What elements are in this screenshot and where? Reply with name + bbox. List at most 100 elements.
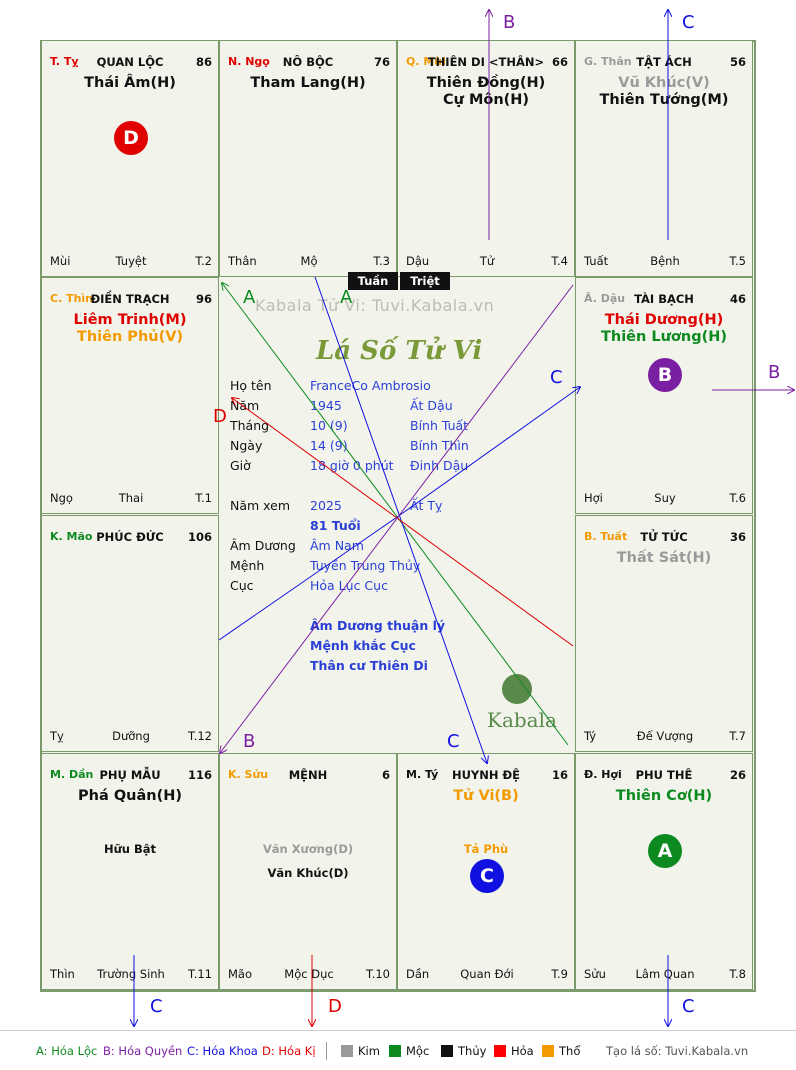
palace-house-name: QUAN LỘC [96,55,164,69]
main-stars: Tham Lang(H) [220,75,396,92]
footer-branch: Dậu [406,254,430,268]
hoa-marker-icon: B [648,358,682,392]
palace-age-start: 56 [729,55,746,69]
value-thang-can: Bính Tuất [410,418,469,433]
legend-moc: Mộc [406,1044,430,1058]
value-nam: 1945 [310,398,342,413]
footer-stage: Quan Đới [460,967,514,981]
palace-age-start: 76 [373,55,390,69]
footer-branch: Tý [584,729,597,743]
minor-star: Văn Khúc(D) [267,866,349,880]
label-bot-d: D [328,996,342,1017]
palace-age-start: 106 [187,530,212,544]
minor-star: Văn Xương(D) [262,842,354,856]
hoa-marker-icon: C [470,859,504,893]
value-ngay-can: Bính Thìn [410,438,469,453]
footer-term: T.10 [366,967,390,981]
label-ngay: Ngày [230,438,263,453]
palace-house-name: PHU THÊ [635,768,693,782]
label-line-a1: A [243,287,256,308]
palace-house-name: TẬT ÁCH [636,55,692,69]
legend-hoa-quyen: B: Hóa Quyền [103,1044,183,1058]
footer-branch: Thân [228,254,257,268]
label-top-b: B [503,12,516,33]
thuy-swatch [441,1045,453,1057]
label-line-a2: A [340,287,353,308]
label-nam-xem: Năm xem [230,498,291,513]
legend-divider [326,1042,327,1060]
palace-age-start: 26 [729,768,746,782]
note-menh-cuc: Mệnh khắc Cục [310,638,416,653]
palace-branch: T. Tỵ [50,55,79,68]
main-stars: Thái Dương(H)Thiên Lương(H) [576,312,752,346]
palace-house-name: ĐIỀN TRẠCH [90,292,170,306]
note-than-cu: Thân cư Thiên Di [310,658,428,673]
palace-age-start: 96 [195,292,212,306]
legend-hoa-ki: D: Hóa Kị [262,1044,316,1058]
footer-branch: Hợi [584,491,603,505]
tuan-badge: Tuần [348,272,398,290]
label-ho-ten: Họ tên [230,378,272,393]
footer-term: T.1 [195,491,212,505]
value-am-duong: Âm Nam [310,538,364,553]
main-star: Tử Vi(B) [453,788,519,804]
main-star: Thái Dương(H) [604,312,724,328]
label-line-c2: C [447,731,460,752]
note-am-duong: Âm Dương thuận lý [310,618,446,633]
main-star: Phá Quân(H) [78,788,182,804]
footer-stage: Dưỡng [112,729,150,743]
palace-house-name: THIÊN DI <THÂN> [427,55,545,69]
palace-branch: G. Thân [584,55,632,68]
label-line-d: D [213,406,227,427]
footer-term: T.2 [195,254,212,268]
label-cuc: Cục [230,578,254,593]
palace-age-start: 36 [729,530,746,544]
footer-term: T.7 [729,729,746,743]
label-thang: Tháng [230,418,270,433]
footer-term: T.9 [551,967,568,981]
legend-hoa: Hỏa [511,1044,534,1058]
palace-branch: C. Thìn [50,292,94,305]
footer-stage: Đế Vượng [636,729,694,743]
main-star: Thiên Đồng(H) [426,75,546,91]
main-star: Vũ Khúc(V) [618,75,710,91]
main-star: Liêm Trinh(M) [73,312,187,328]
footer-branch: Ngọ [50,491,73,505]
palace-age-start: 86 [195,55,212,69]
main-stars: Thất Sát(H) [576,550,752,567]
watermark: Kabala Tử Vi: Tuvi.Kabala.vn [255,296,495,315]
label-nam: Năm [230,398,260,413]
footer-term: T.4 [551,254,568,268]
palace-house-name: TÀI BẠCH [634,292,694,306]
label-bot-c1: C [150,996,163,1017]
palace-age-start: 66 [551,55,568,69]
legend-bar: A: Hóa Lộc B: Hóa Quyền C: Hóa Khoa D: H… [0,1030,796,1070]
footer-branch: Tỵ [50,729,64,743]
hoa-swatch [494,1045,506,1057]
palace-house-name: PHÚC ĐỨC [96,530,164,544]
footer-branch: Mão [228,967,253,981]
main-stars: Thiên Đồng(H)Cự Môn(H) [398,75,574,109]
footer-term: T.3 [373,254,390,268]
label-line-b: B [243,731,256,752]
triet-badge: Triệt [400,272,450,290]
main-star: Thiên Cơ(H) [615,788,713,804]
footer-branch: Thìn [50,967,75,981]
label-top-c: C [682,12,695,33]
palace-branch: K. Mão [50,530,93,543]
palace-branch: M. Dần [50,768,94,781]
palace-house-name: HUYNH ĐỆ [451,768,521,782]
brand-title: Lá Số Tử Vi [316,336,483,366]
value-thang: 10 (9) [310,418,348,433]
main-star: Thiên Lương(H) [600,329,727,345]
palace-house-name: TỬ TỨC [640,530,688,544]
palace-house-name: NÔ BỘC [282,55,334,69]
value-nam-xem-can: Ất Tỵ [410,498,443,513]
tho-swatch [542,1045,554,1057]
